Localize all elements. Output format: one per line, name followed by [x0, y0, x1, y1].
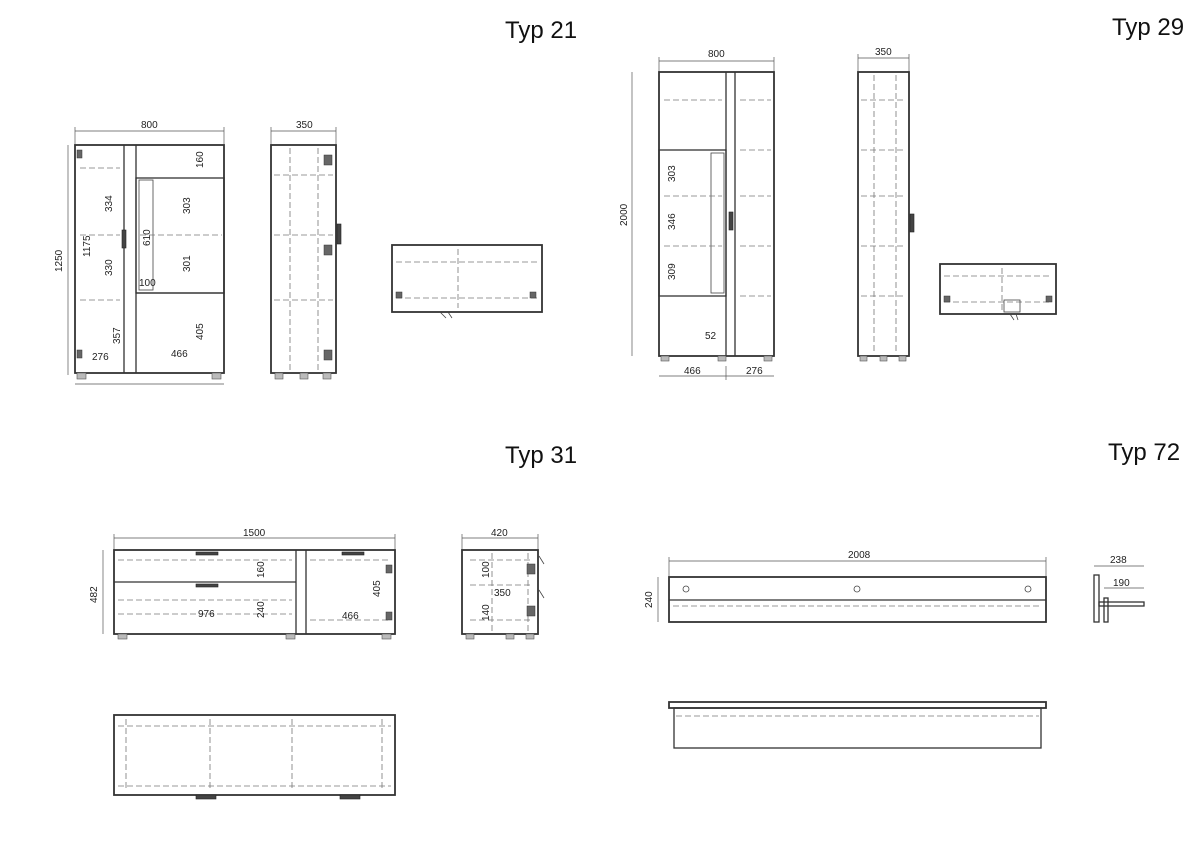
dim-330: 330	[104, 259, 115, 276]
height-dimension: 1250	[54, 249, 65, 272]
dim-466: 466	[342, 611, 359, 622]
front-view: 1500 482 160 976 240 405 466	[89, 528, 396, 640]
dim-466: 466	[171, 349, 188, 360]
width-dimension: 2008	[848, 550, 871, 561]
side-width-dimension: 350	[296, 120, 313, 131]
front-view: 800 1250 334 330 357 276 1175 160	[54, 120, 225, 385]
side-view: 420 100 350 140	[461, 528, 545, 640]
dim-276: 276	[92, 352, 109, 363]
dim-100: 100	[481, 561, 492, 578]
top-view	[668, 701, 1047, 749]
dim-357: 357	[112, 327, 123, 344]
top-view	[391, 244, 543, 319]
side-view: 238 190	[1093, 555, 1145, 623]
unit-title: Typ 31	[505, 442, 577, 469]
dim-346: 346	[667, 213, 678, 230]
dim-52: 52	[705, 331, 717, 342]
unit-title: Typ 29	[1112, 14, 1184, 41]
dim-276: 276	[746, 366, 763, 377]
side-view: 350	[270, 120, 342, 380]
side-width-dimension: 420	[491, 528, 508, 539]
side-dim-190: 190	[1113, 578, 1130, 589]
dim-466: 466	[684, 366, 701, 377]
side-view: 350	[857, 47, 915, 362]
dim-140: 140	[481, 604, 492, 621]
top-view	[113, 714, 396, 800]
dim-303: 303	[182, 197, 193, 214]
side-dim-238: 238	[1110, 555, 1127, 566]
front-view: 2008 240	[644, 550, 1047, 623]
dim-160: 160	[256, 561, 267, 578]
dim-160: 160	[195, 151, 206, 168]
unit-typ21: Typ 21 800 1250 334 330	[54, 17, 577, 385]
height-dimension: 240	[644, 591, 655, 608]
unit-typ31: Typ 31 1500 482 160 976	[89, 442, 577, 800]
unit-title: Typ 21	[505, 17, 577, 44]
unit-typ29: Typ 29 800 2000	[619, 14, 1184, 380]
dim-309: 309	[667, 263, 678, 280]
dim-303: 303	[667, 165, 678, 182]
height-dimension: 2000	[619, 203, 630, 226]
height-dimension: 482	[89, 586, 100, 603]
dim-100: 100	[139, 278, 156, 289]
width-dimension: 800	[141, 120, 158, 131]
dim-334: 334	[104, 195, 115, 212]
side-width-dimension: 350	[875, 47, 892, 58]
dim-405: 405	[372, 580, 383, 597]
dim-405: 405	[195, 323, 206, 340]
top-view	[939, 263, 1057, 321]
dim-610: 610	[142, 229, 153, 246]
width-dimension: 800	[708, 49, 725, 60]
width-dimension: 1500	[243, 528, 266, 539]
unit-typ72: Typ 72 2008 240 238 190	[644, 439, 1180, 749]
dim-976: 976	[198, 609, 215, 620]
dim-240: 240	[256, 601, 267, 618]
front-view: 800 2000 303 346 309 52	[619, 49, 775, 380]
unit-title: Typ 72	[1108, 439, 1180, 466]
dim-301: 301	[182, 255, 193, 272]
dim-350: 350	[494, 588, 511, 599]
dim-1175: 1175	[82, 235, 93, 257]
